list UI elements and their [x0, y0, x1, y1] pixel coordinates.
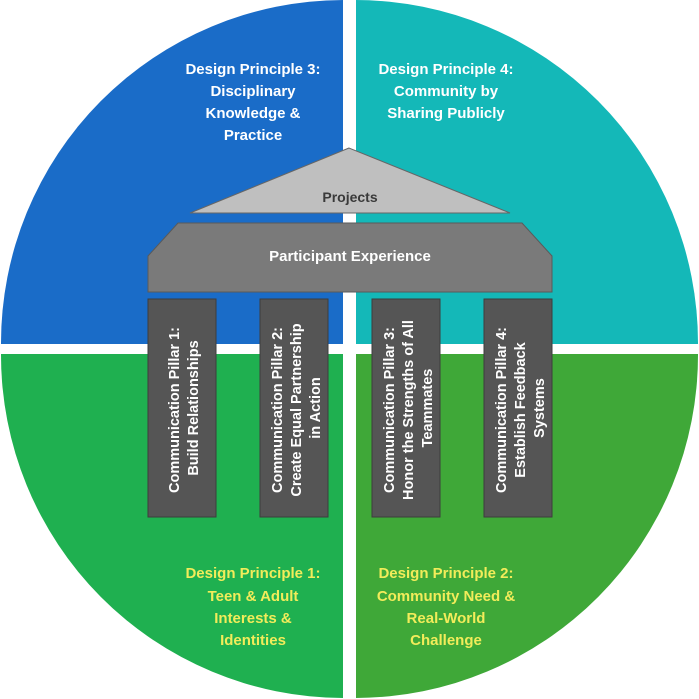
pillar-3-label: Communication Pillar 3: Honor the Streng…	[382, 316, 436, 500]
design-principle-4: Design Principle 4: Community by Sharing…	[378, 61, 513, 122]
dp3-line4: Practice	[224, 127, 282, 144]
pillar-1-label: Communication Pillar 1: Build Relationsh…	[167, 323, 202, 493]
pillar-3: Communication Pillar 3: Honor the Streng…	[371, 298, 441, 518]
pillar-2: Communication Pillar 2: Create Equal Par…	[259, 298, 329, 518]
pillar-3-line3: Teammates	[420, 369, 436, 448]
pillar-3-line1: Communication Pillar 3:	[382, 327, 398, 493]
pillar-1: Communication Pillar 1: Build Relationsh…	[147, 298, 217, 518]
pillar-4-label: Communication Pillar 4: Establish Feedba…	[494, 323, 548, 493]
pillar-1-line1: Communication Pillar 1:	[167, 327, 183, 493]
quadrant-bottom-right	[356, 354, 699, 698]
dp2-line4: Challenge	[410, 632, 482, 649]
dp1-line3: Interests &	[214, 610, 292, 627]
participant-experience-band	[147, 222, 553, 293]
dp3-line3: Knowledge &	[205, 105, 300, 122]
band-label: Participant Experience	[269, 248, 431, 265]
quadrant-bottom-left	[0, 354, 344, 698]
pillar-2-line1: Communication Pillar 2:	[270, 327, 286, 493]
pillar-1-line2: Build Relationships	[186, 340, 202, 475]
pillar-3-line2: Honor the Strengths of All	[401, 320, 417, 500]
roof-triangle	[189, 147, 511, 214]
dp3-line2: Disciplinary	[210, 83, 296, 100]
pillar-4-line1: Communication Pillar 4:	[494, 327, 510, 493]
pillar-2-label: Communication Pillar 2: Create Equal Par…	[270, 319, 324, 496]
dp3-title: Design Principle 3:	[185, 61, 320, 78]
pillar-4-line3: Systems	[532, 378, 548, 438]
roof-label: Projects	[322, 189, 377, 205]
dp1-line4: Identities	[220, 632, 286, 649]
pillar-2-line2: Create Equal Partnership	[289, 323, 305, 496]
dp1-title: Design Principle 1:	[185, 565, 320, 582]
pillar-2-line3: in Action	[308, 377, 324, 438]
dp1-line2: Teen & Adult	[208, 588, 299, 605]
dp4-line3: Sharing Publicly	[387, 105, 505, 122]
dp2-line3: Real-World	[407, 610, 486, 627]
dp2-line2: Community Need &	[377, 588, 516, 605]
dp2-title: Design Principle 2:	[378, 565, 513, 582]
pillar-4-line2: Establish Feedback	[513, 341, 529, 477]
design-principle-1: Design Principle 1: Teen & Adult Interes…	[185, 565, 320, 649]
design-principle-3: Design Principle 3: Disciplinary Knowled…	[185, 61, 320, 144]
dp4-line2: Community by	[394, 83, 499, 100]
dp4-title: Design Principle 4:	[378, 61, 513, 78]
pillar-4: Communication Pillar 4: Establish Feedba…	[483, 298, 553, 518]
design-principle-2: Design Principle 2: Community Need & Rea…	[377, 565, 516, 649]
